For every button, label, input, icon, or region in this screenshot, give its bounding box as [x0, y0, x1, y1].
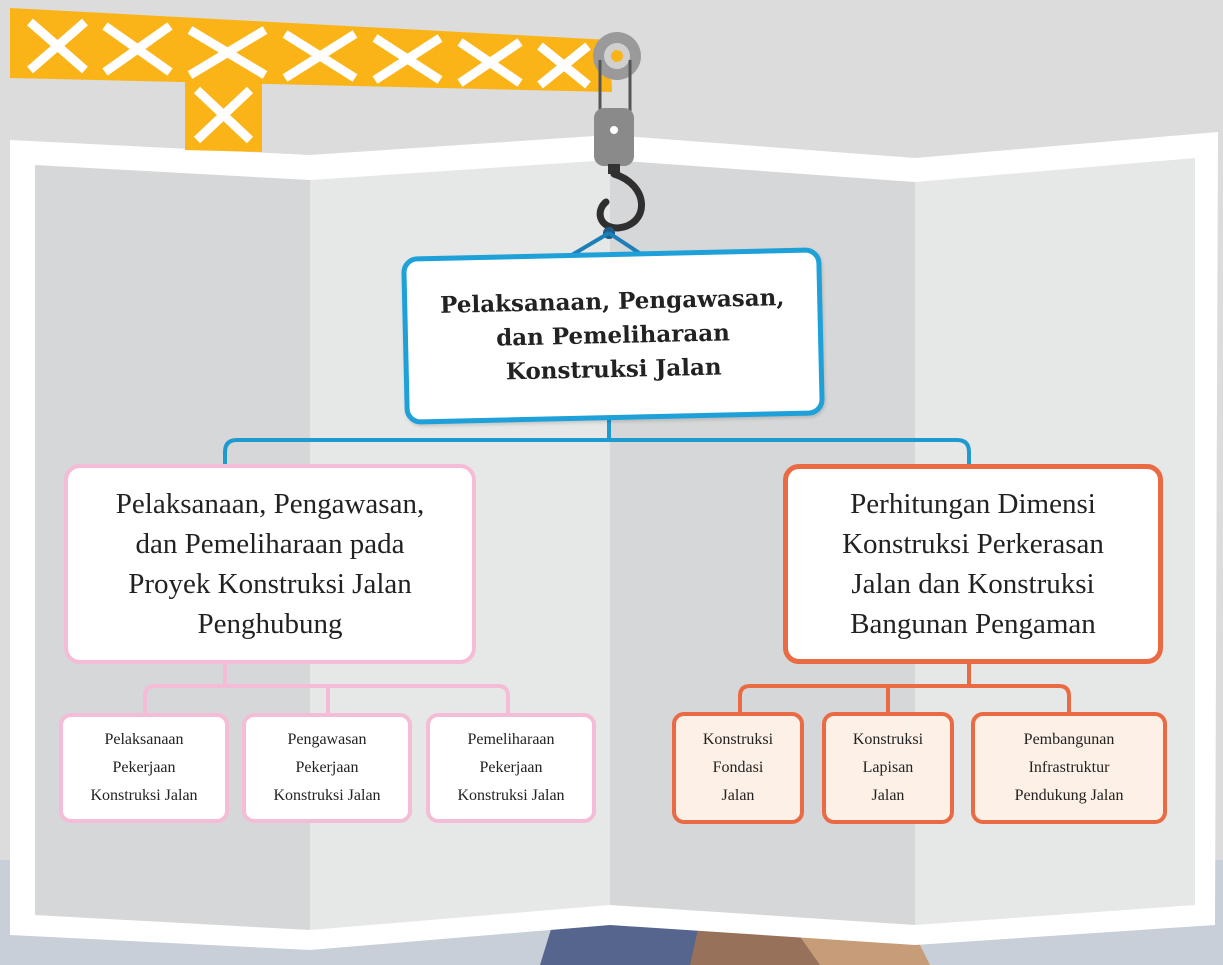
branch-right-label: Perhitungan Dimensi Konstruksi Perkerasa… [842, 488, 1104, 640]
right-child-node: Konstruksi Lapisan Jalan [822, 712, 954, 824]
right-child-label: Pembangunan Infrastruktur Pendukung Jala… [1014, 731, 1124, 804]
root-node: Pelaksanaan, Pengawasan, dan Pemeliharaa… [401, 247, 825, 425]
left-child-node: Pelaksanaan Pekerjaan Konstruksi Jalan [59, 713, 229, 823]
left-child-node: Pemeliharaan Pekerjaan Konstruksi Jalan [426, 713, 596, 823]
branch-left-node: Pelaksanaan, Pengawasan, dan Pemeliharaa… [64, 464, 476, 664]
left-child-label: Pemeliharaan Pekerjaan Konstruksi Jalan [457, 731, 565, 804]
right-child-label: Konstruksi Lapisan Jalan [852, 731, 924, 804]
branch-left-label: Pelaksanaan, Pengawasan, dan Pemeliharaa… [115, 488, 425, 640]
right-child-node: Pembangunan Infrastruktur Pendukung Jala… [971, 712, 1167, 824]
right-child-node: Konstruksi Fondasi Jalan [672, 712, 804, 824]
left-child-label: Pelaksanaan Pekerjaan Konstruksi Jalan [90, 731, 198, 804]
branch-right-node: Perhitungan Dimensi Konstruksi Perkerasa… [783, 464, 1163, 664]
root-node-label: Pelaksanaan, Pengawasan, dan Pemeliharaa… [439, 284, 785, 386]
left-child-label: Pengawasan Pekerjaan Konstruksi Jalan [273, 731, 381, 804]
left-child-node: Pengawasan Pekerjaan Konstruksi Jalan [242, 713, 412, 823]
right-child-label: Konstruksi Fondasi Jalan [702, 731, 774, 804]
